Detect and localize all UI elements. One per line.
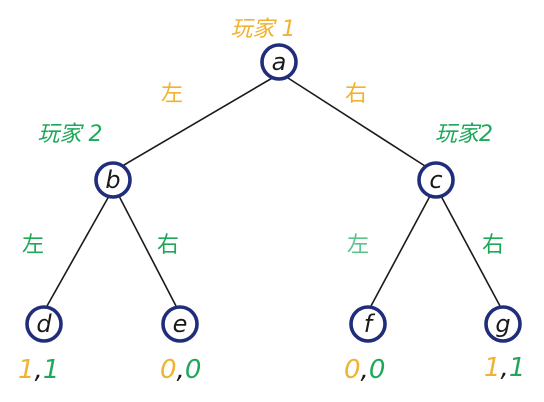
payoff-g: 1,1 — [484, 353, 525, 383]
payoff-d-p1: 1 — [18, 355, 35, 385]
node-c-label: c — [429, 166, 442, 194]
action-a-right: 右 — [345, 82, 367, 107]
node-e-label: e — [173, 310, 188, 338]
player2-label-left: 玩家 2 — [38, 122, 103, 147]
edge-b-d — [46, 195, 110, 307]
action-a-left: 左 — [161, 82, 183, 107]
edge-a-c — [287, 77, 426, 167]
payoff-f-p2: 0 — [369, 355, 386, 385]
payoff-g-p2: 1 — [509, 353, 526, 383]
action-b-left: 左 — [22, 233, 44, 258]
node-a-label: a — [272, 48, 287, 76]
payoff-e-p2: 0 — [185, 355, 202, 385]
node-c: c — [417, 161, 455, 199]
payoff-d-p2: 1 — [43, 355, 60, 385]
payoff-g-sep: , — [501, 353, 509, 383]
node-b-label: b — [105, 166, 120, 194]
payoff-f: 0,0 — [344, 355, 385, 385]
payoff-e: 0,0 — [160, 355, 201, 385]
payoff-d-sep: , — [35, 355, 43, 385]
edge-a-b — [123, 76, 275, 166]
player2-label-right: 玩家2 — [435, 122, 493, 147]
node-e: e — [161, 305, 199, 343]
edge-c-g — [440, 195, 501, 307]
action-c-right: 右 — [482, 233, 504, 258]
payoff-g-p1: 1 — [484, 353, 501, 383]
edge-b-e — [118, 195, 177, 307]
node-d-label: d — [36, 310, 52, 338]
node-g-label: g — [495, 310, 510, 338]
edge-c-f — [370, 195, 431, 307]
action-c-left: 左 — [347, 233, 369, 258]
payoff-e-p1: 0 — [160, 355, 177, 385]
payoff-e-sep: , — [177, 355, 185, 385]
payoff-d: 1,1 — [18, 355, 59, 385]
node-b: b — [94, 161, 132, 199]
node-d: d — [25, 305, 63, 343]
node-f: f — [349, 305, 387, 343]
action-b-right: 右 — [157, 233, 179, 258]
node-a: a — [260, 43, 298, 81]
payoff-f-sep: , — [361, 355, 369, 385]
payoff-f-p1: 0 — [344, 355, 361, 385]
node-g: g — [484, 305, 522, 343]
player1-label: 玩家 1 — [231, 17, 296, 42]
